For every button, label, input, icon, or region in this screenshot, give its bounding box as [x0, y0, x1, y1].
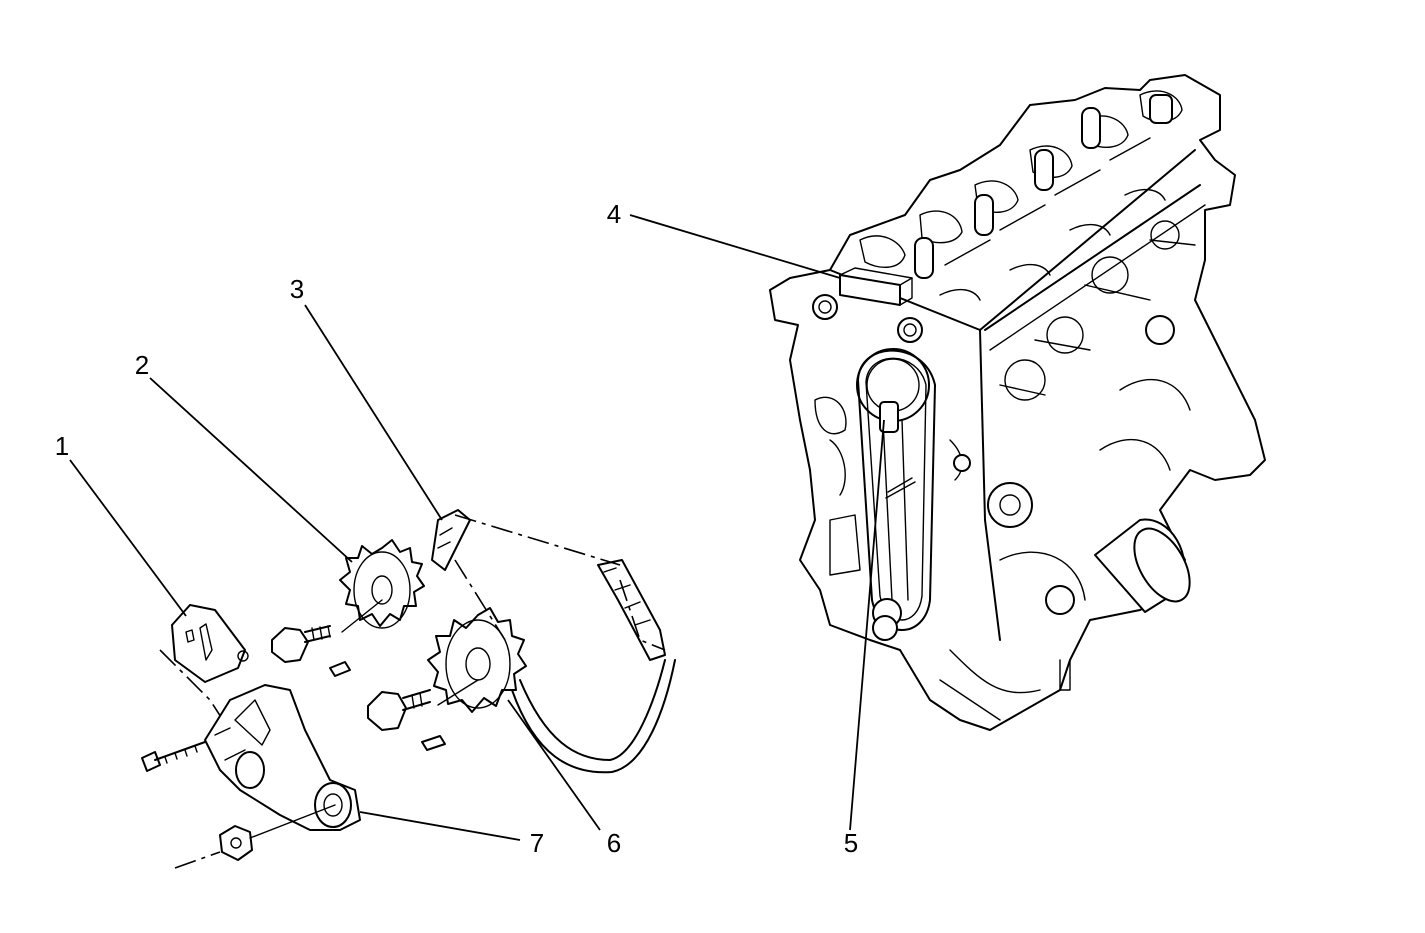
callout-5: 5 — [844, 828, 858, 858]
callout-2: 2 — [135, 350, 149, 380]
camshaft-detail — [859, 90, 1183, 301]
part-2-camshaft-sprocket — [271, 539, 425, 677]
callout-leaders — [69, 214, 885, 841]
head-plug-block — [839, 267, 913, 306]
oil-filter — [1094, 518, 1191, 613]
part-3-timing-chain — [431, 509, 676, 774]
part-7-tensioner-arm — [141, 684, 361, 869]
callout-6: 6 — [607, 828, 621, 858]
engine-assembly — [769, 74, 1266, 731]
callout-4: 4 — [607, 199, 621, 229]
callout-1: 1 — [55, 431, 69, 461]
callout-labels: 1 2 3 4 5 6 7 — [55, 199, 858, 858]
callout-7: 7 — [530, 828, 544, 858]
callout-3: 3 — [290, 274, 304, 304]
part-6-crankshaft-sprocket — [367, 607, 527, 751]
